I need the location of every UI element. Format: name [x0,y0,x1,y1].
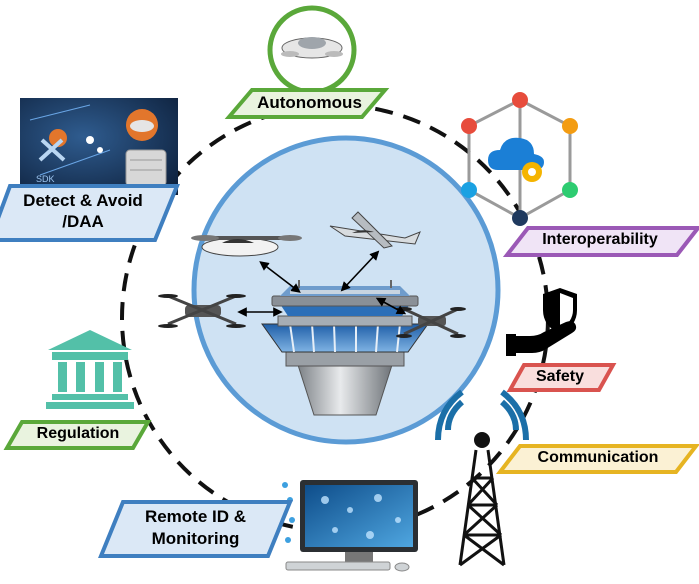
autonomous-label: Autonomous [257,93,362,112]
radio-tower-icon [435,389,529,567]
remote-id-label-line1: Remote ID & [144,507,247,526]
monitoring-computer-icon [282,480,418,572]
link-arrows [237,250,407,317]
detect-avoid-label-line2: /DAA [62,212,104,231]
communication-label-box [495,444,699,474]
interoperability-label: Interoperability [542,231,658,248]
remote-id-label: Remote ID & Monitoring [113,506,278,550]
evtol-aircraft-icon [191,235,302,257]
remote-id-label-box [98,500,293,558]
safety-label-box [506,363,617,392]
shield-hand-icon [506,288,577,356]
regulation-label: Regulation [36,425,120,442]
quadcopter-left-icon [158,294,246,328]
remote-id-label-line2: Monitoring [151,529,240,548]
detect-avoid-label: Detect & Avoid /DAA [8,190,158,232]
regulation-label-box [3,420,152,450]
sdk-text: SDK [36,174,55,184]
government-building-icon [46,330,134,409]
cloud-network-icon [461,92,578,226]
autonomous-drone-icon [267,5,357,95]
detect-avoid-label-box [0,184,180,242]
interoperability-label-box [502,226,699,257]
safety-label: Safety [535,368,585,385]
autonomous-label-box [224,88,390,119]
fixed-wing-uav-icon [329,211,421,249]
detect-avoid-sdk-icon [20,98,178,195]
communication-label: Communication [537,449,659,466]
detect-avoid-label-line1: Detect & Avoid [23,191,143,210]
